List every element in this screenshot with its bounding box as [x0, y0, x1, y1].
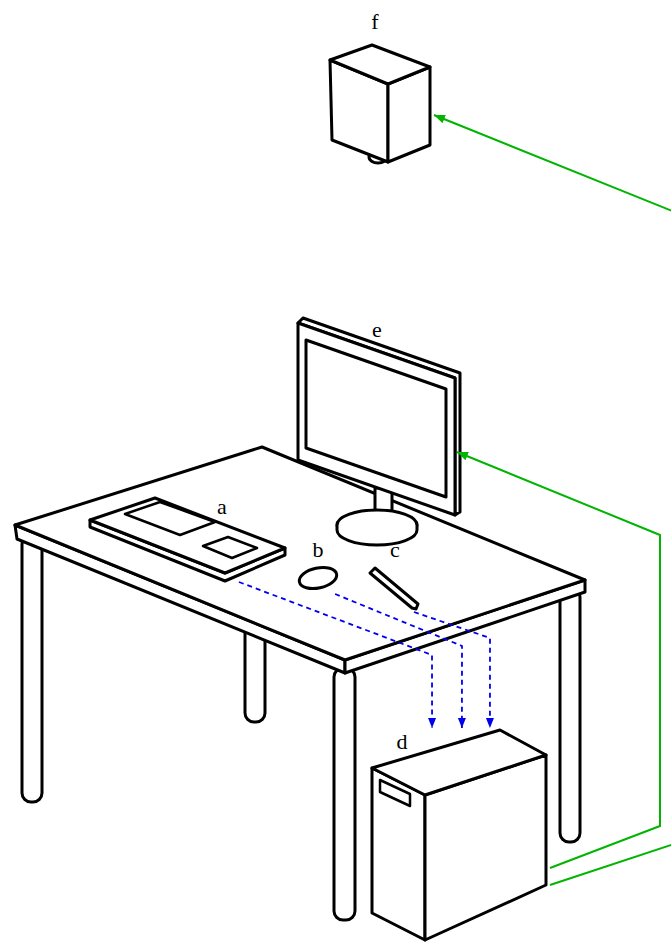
- pen: [370, 568, 418, 609]
- desk-top: [15, 447, 585, 673]
- part-letter: b: [313, 539, 324, 561]
- monitor-part: [337, 525, 417, 545]
- desk-top-part: [15, 447, 585, 660]
- connector-arrow: [335, 594, 462, 728]
- monitor-part: [298, 323, 455, 515]
- monitor: [298, 318, 460, 545]
- connector-arrow: [239, 582, 432, 728]
- desk-leg-part: [334, 668, 355, 920]
- desk-leg-part: [560, 588, 580, 842]
- computer-tower-part: [372, 730, 546, 795]
- part-letter: d: [397, 731, 408, 753]
- computer-tower-part: [372, 768, 425, 940]
- part-letter: e: [372, 319, 382, 341]
- keyboard: [90, 498, 285, 581]
- computer-tower-part: [380, 780, 410, 806]
- speaker-box-part: [330, 45, 430, 84]
- monitor-part: [306, 340, 446, 497]
- mouse-part: [297, 564, 338, 591]
- monitor-node: e: [293, 316, 457, 548]
- part-letter: a: [217, 496, 227, 518]
- pen-node: c: [366, 562, 422, 612]
- pen-part: [370, 568, 418, 609]
- connector-arrow: [457, 452, 660, 868]
- mouse-node: b: [296, 562, 342, 594]
- speaker-box-node: f: [326, 40, 434, 168]
- computer-tower: [372, 730, 546, 940]
- speaker-box: [330, 45, 430, 163]
- desk-leg-part: [22, 535, 42, 802]
- keyboard-part: [125, 502, 215, 535]
- connector-arrow: [434, 115, 671, 885]
- mouse: [297, 564, 338, 591]
- connector-arrow: [414, 612, 490, 728]
- tower-node: d: [368, 728, 550, 943]
- part-letter: c: [390, 539, 400, 561]
- keyboard-part: [203, 537, 257, 558]
- keyboard-node: a: [86, 494, 288, 582]
- monitor-part: [298, 318, 460, 515]
- part-letter: f: [371, 11, 378, 33]
- keyboard-part: [90, 498, 285, 573]
- connectors: [239, 115, 671, 885]
